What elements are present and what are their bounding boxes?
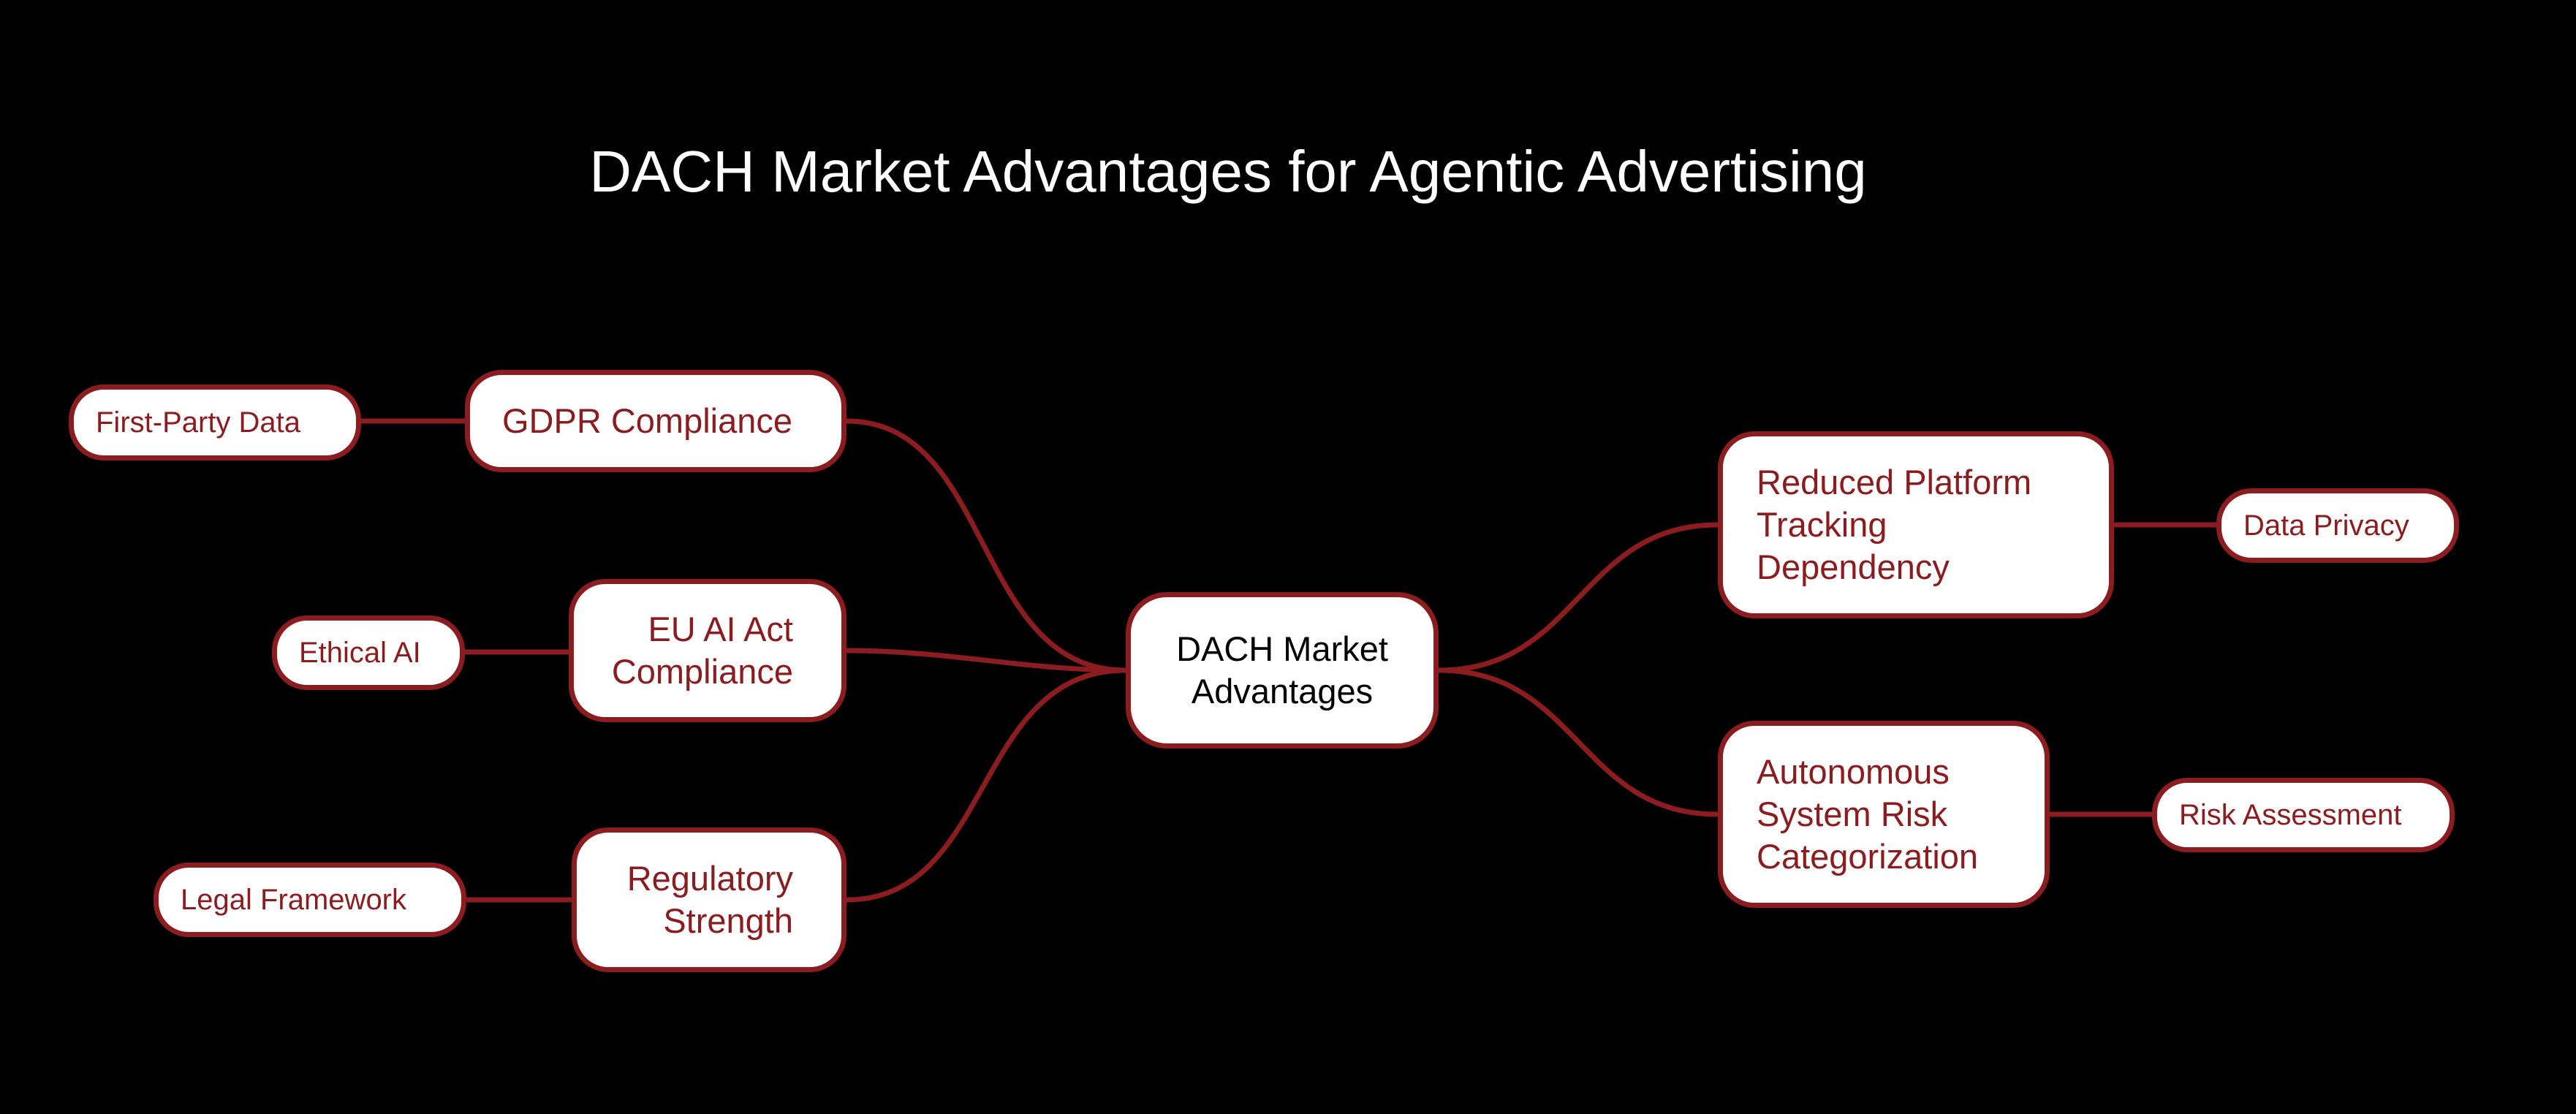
branch-node-autonomous-system-risk: Autonomous System Risk Categorization bbox=[1718, 721, 2050, 908]
branch-node-gdpr-compliance: GDPR Compliance bbox=[465, 370, 846, 472]
branch-node-regulatory-strength: Regulatory Strength bbox=[572, 827, 846, 972]
leaf-node-label: First-Party Data bbox=[96, 406, 301, 439]
connector-center-euai bbox=[844, 648, 1129, 673]
branch-node-line: EU AI Act bbox=[648, 610, 793, 648]
branch-node-eu-ai-act-compliance: EU AI Act Compliance bbox=[569, 579, 846, 722]
center-node-line: Advantages bbox=[1191, 672, 1374, 711]
connector-center-gdpr bbox=[844, 418, 1129, 673]
leaf-node-first-party-data: First-Party Data bbox=[69, 384, 361, 461]
leaf-node-ethical-ai: Ethical AI bbox=[272, 615, 465, 690]
leaf-node-risk-assessment: Risk Assessment bbox=[2152, 778, 2455, 852]
branch-node-line: GDPR Compliance bbox=[502, 401, 793, 440]
leaf-node-data-privacy: Data Privacy bbox=[2216, 488, 2459, 563]
connector-center-reduced-platform bbox=[1436, 522, 1721, 673]
leaf-node-legal-framework: Legal Framework bbox=[154, 863, 466, 937]
connector-center-autonomous-system bbox=[1436, 667, 1721, 817]
branch-node-reduced-platform-tracking: Reduced Platform Tracking Dependency bbox=[1718, 431, 2114, 618]
branch-node-line: Categorization bbox=[1757, 837, 1979, 876]
branch-node-line: Tracking bbox=[1757, 505, 1887, 544]
branch-node-line: Dependency bbox=[1757, 547, 1950, 586]
leaf-node-label: Risk Assessment bbox=[2179, 799, 2402, 831]
branch-node-line: Compliance bbox=[611, 652, 793, 691]
branch-node-line: Reduced Platform bbox=[1757, 463, 2032, 501]
branch-node-line: System Risk bbox=[1757, 795, 1948, 833]
connector-center-regulatory bbox=[844, 667, 1129, 903]
leaf-node-label: Ethical AI bbox=[299, 637, 421, 669]
center-node: DACH Market Advantages bbox=[1126, 592, 1439, 749]
diagram-title: DACH Market Advantages for Agentic Adver… bbox=[589, 139, 1867, 204]
branch-node-line: Strength bbox=[663, 901, 793, 940]
branch-node-line: Autonomous bbox=[1757, 752, 1950, 791]
leaf-node-label: Legal Framework bbox=[181, 884, 407, 916]
leaf-node-label: Data Privacy bbox=[2243, 509, 2409, 542]
branch-node-line: Regulatory bbox=[626, 859, 793, 898]
center-node-line: DACH Market bbox=[1176, 629, 1388, 668]
